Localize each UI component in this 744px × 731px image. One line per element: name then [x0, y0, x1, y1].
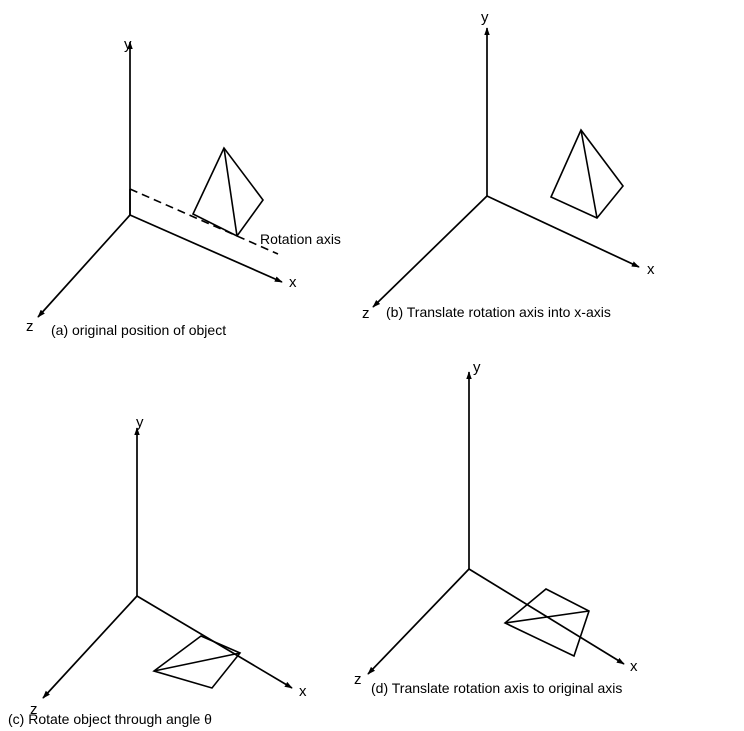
- panel-a-object-edge: [223, 147, 238, 237]
- panel-b-caption: (b) Translate rotation axis into x-axis: [386, 304, 611, 320]
- panel-b-x-label: x: [647, 261, 655, 278]
- panel-d-z-label: z: [354, 671, 362, 688]
- panel-b-x-axis: [486, 195, 640, 268]
- panel-d-caption: (d) Translate rotation axis to original …: [371, 680, 622, 696]
- panel-a-caption: (a) original position of object: [51, 322, 226, 338]
- panel-c: y x z (c) Rotate object through angle θ: [8, 414, 307, 727]
- panel-a-z-label: z: [26, 318, 34, 335]
- panel-c-x-label: x: [299, 683, 307, 700]
- panel-d: y x z (d) Translate rotation axis to ori…: [354, 359, 638, 696]
- panel-d-y-label: y: [473, 359, 481, 376]
- panel-b-z-label: z: [362, 305, 370, 322]
- panel-b: y x z (b) Translate rotation axis into x…: [362, 9, 655, 322]
- panel-b-object: [549, 128, 625, 219]
- panel-c-y-label: y: [136, 414, 144, 431]
- panel-c-z-label: z: [30, 701, 38, 718]
- panel-c-object-edge: [153, 652, 241, 672]
- panel-a: y x z Rotation axis (a) original positio…: [26, 36, 341, 338]
- panel-b-y-label: y: [481, 9, 489, 26]
- panel-d-x-label: x: [630, 658, 638, 675]
- panel-b-z-axis: [372, 195, 488, 308]
- panel-c-caption: (c) Rotate object through angle θ: [8, 711, 212, 727]
- panel-a-rotation-axis-label: Rotation axis: [260, 231, 341, 247]
- panel-c-z-axis: [42, 595, 138, 699]
- panel-b-object-edge: [580, 129, 598, 219]
- panel-a-y-label: y: [124, 36, 132, 53]
- panel-a-z-axis: [37, 214, 131, 318]
- panel-a-x-label: x: [289, 274, 297, 291]
- panel-d-object-edge: [504, 610, 590, 624]
- panel-a-rotation-axis-dashed: [129, 188, 279, 255]
- panel-d-z-axis: [367, 568, 470, 675]
- panel-a-object: [191, 146, 264, 238]
- panel-a-x-axis: [129, 214, 283, 283]
